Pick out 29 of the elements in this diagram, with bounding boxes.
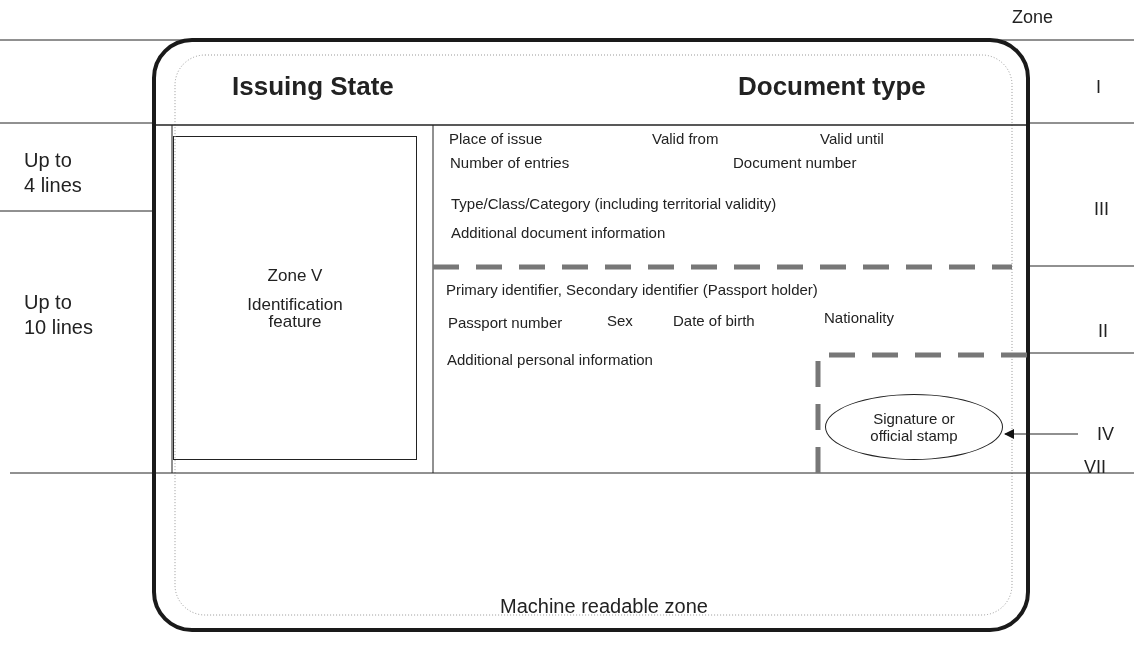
zone-number: IV (1078, 420, 1114, 448)
zone-label: Additional document information (451, 224, 667, 243)
zone-text: Zone V (266, 266, 324, 284)
zone-label: Sex (607, 312, 634, 331)
zone-label: Issuing State (232, 70, 395, 103)
zone-label: I (1096, 76, 1102, 99)
zone-label: II (1098, 320, 1109, 343)
zone-label: Up to 10 lines (24, 290, 94, 340)
zone-label: VII (1084, 456, 1107, 479)
zone-label: Machine readable zone (500, 594, 709, 619)
zone-label: Up to 4 lines (24, 148, 83, 198)
zone-label: Number of entries (450, 154, 571, 173)
signature-text: Signature or official stamp (869, 410, 959, 444)
zone-label: Type/Class/Category (including territorial validity) (451, 195, 778, 214)
zone-label: Nationality (824, 309, 896, 328)
zone-label: Valid until (820, 130, 885, 149)
zone-label: Zone (1012, 6, 1055, 29)
zone-label: Date of birth (673, 312, 756, 331)
zone-text: Identification feature (246, 295, 344, 330)
zone-label: Primary identifier, Secondary identifier (Passport holder) (446, 281, 819, 300)
zone-label: Document type (738, 70, 927, 103)
zone-label: Additional personal information (447, 351, 654, 370)
zone-label: III (1094, 198, 1110, 221)
zone-label: Valid from (652, 130, 720, 149)
zone-label: Document number (733, 154, 858, 173)
zone-label: Place of issue (449, 130, 544, 149)
photo-zone-box (173, 136, 417, 460)
arrow (1004, 429, 1079, 439)
zone-label: Passport number (448, 314, 564, 333)
